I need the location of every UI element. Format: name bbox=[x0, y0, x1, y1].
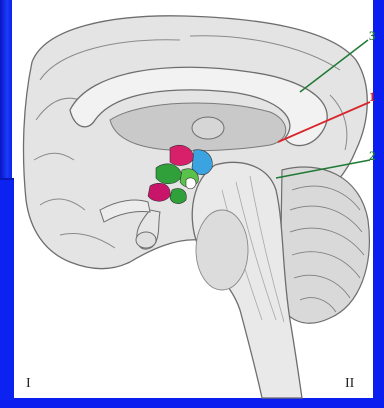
pons bbox=[196, 210, 248, 290]
corner-label-left: I bbox=[26, 376, 31, 391]
corner-label-right: II bbox=[345, 376, 355, 391]
callout-3-label: 3 bbox=[369, 28, 376, 43]
thalamus bbox=[192, 117, 224, 139]
nucleus-magenta-lower bbox=[148, 183, 170, 201]
nucleus-green-lower bbox=[170, 188, 186, 203]
callout-2-label: 2 bbox=[369, 148, 376, 163]
cerebellum bbox=[280, 167, 369, 323]
callout-1-label: 1 bbox=[369, 89, 376, 104]
nucleus-white bbox=[186, 178, 196, 189]
pituitary-gland bbox=[136, 232, 156, 248]
